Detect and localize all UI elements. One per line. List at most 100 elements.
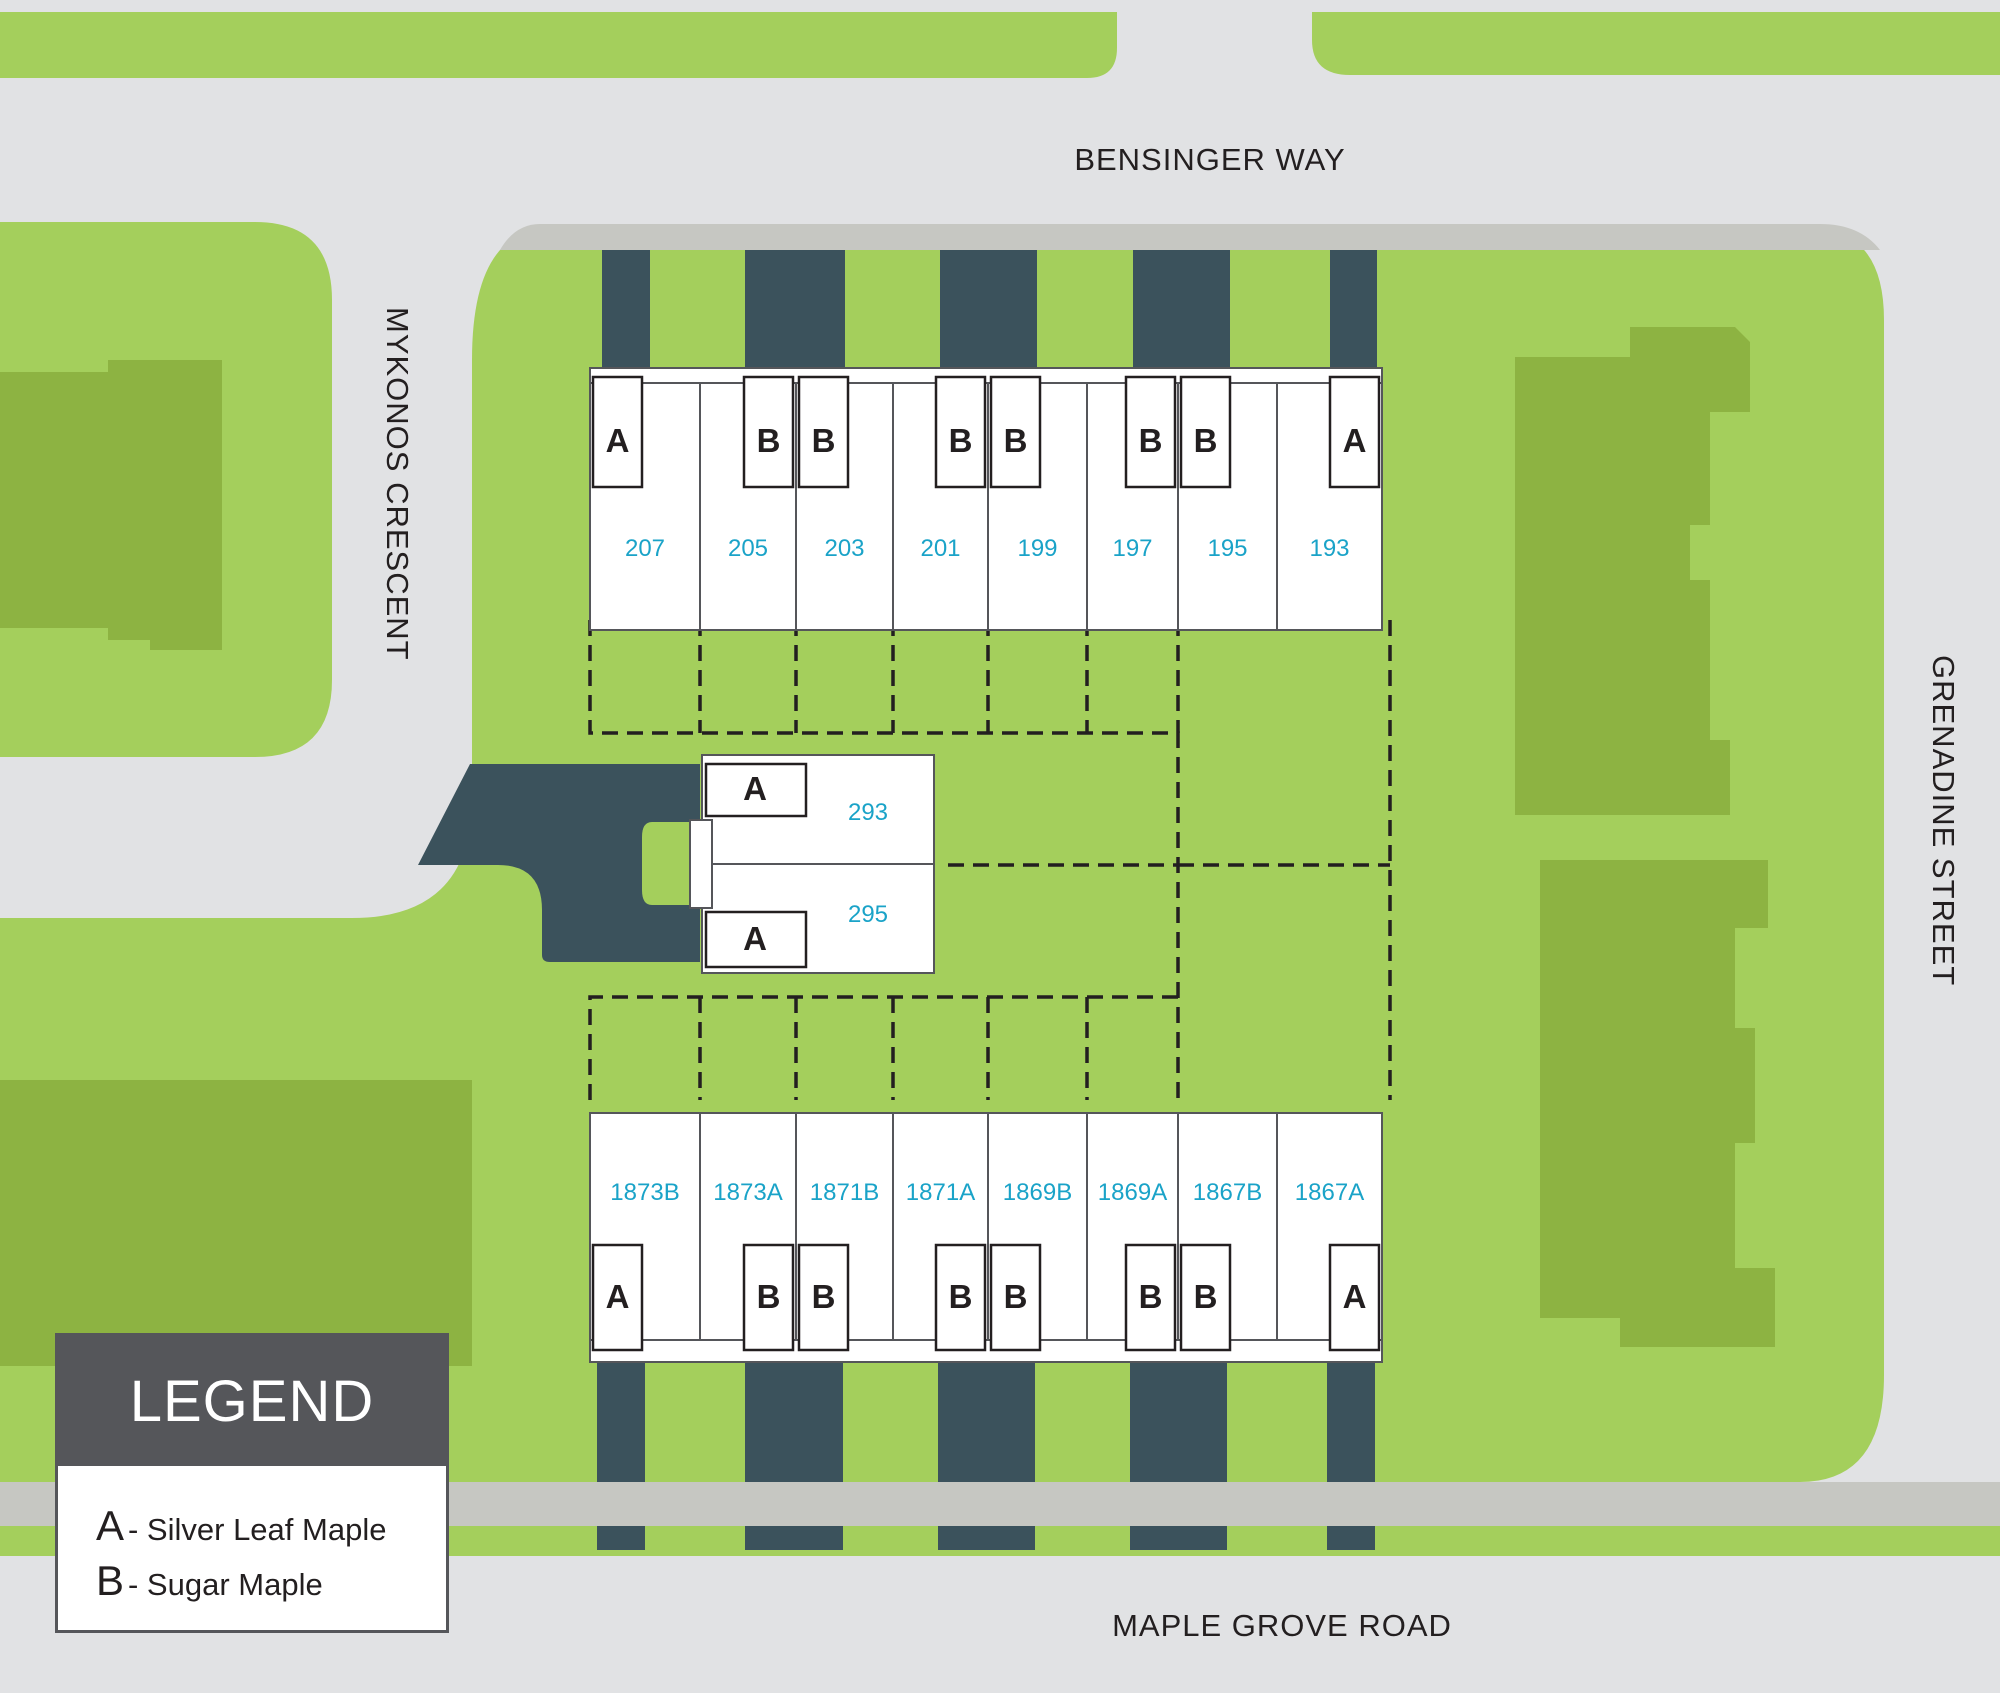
tree-box <box>934 375 987 489</box>
tree-label: B <box>1139 422 1163 459</box>
tree-box <box>591 1243 644 1352</box>
unit-number: 1873B <box>610 1179 679 1206</box>
driveway-court <box>418 764 700 962</box>
legend-label: - Silver Leaf Maple <box>128 1512 387 1547</box>
building-site-east-south <box>1540 860 1775 1347</box>
tree-box <box>1179 1243 1232 1352</box>
tree-label: B <box>812 422 836 459</box>
unit-number: 197 <box>1112 535 1152 562</box>
driveways-south <box>597 1350 1375 1550</box>
tree-label: B <box>1004 422 1028 459</box>
tree-box <box>1124 375 1177 489</box>
unit-number: 193 <box>1309 535 1349 562</box>
driveway <box>745 250 845 385</box>
driveway <box>1327 1350 1375 1482</box>
driveway-apron <box>745 1526 843 1550</box>
tree-box <box>704 762 808 818</box>
driveways-north <box>602 250 1377 385</box>
tree-box <box>1328 375 1381 489</box>
unit-number: 201 <box>920 535 960 562</box>
driveway <box>597 1350 645 1482</box>
south-townhouse-row: A 1873B B 1873A B 1871B B 1871A B 1869B B 1869A B 186… <box>589 1112 1383 1363</box>
tree-box <box>797 1243 850 1352</box>
tree-box <box>591 375 644 489</box>
street-label-south: MAPLE GROVE ROAD <box>1112 1608 1452 1643</box>
street-label-north: BENSINGER WAY <box>1074 142 1345 177</box>
tree-box <box>1328 1243 1381 1352</box>
driveway <box>1130 1350 1227 1482</box>
unit-number: 1867B <box>1193 1179 1262 1206</box>
driveway <box>938 1350 1035 1482</box>
tree-box <box>989 1243 1042 1352</box>
tree-label: A <box>606 1278 630 1315</box>
driveway <box>1133 250 1230 385</box>
building-site-east-north <box>1515 327 1750 815</box>
tree-label: B <box>1194 422 1218 459</box>
legend-key: B <box>96 1557 125 1604</box>
driveway-apron <box>1327 1526 1375 1550</box>
driveway-apron <box>597 1526 645 1550</box>
tree-label: B <box>1004 1278 1028 1315</box>
tree-label: A <box>743 920 767 957</box>
tree-label: A <box>606 422 630 459</box>
tree-label: A <box>1343 1278 1367 1315</box>
tree-label: A <box>743 770 767 807</box>
sidewalk-north <box>500 224 1880 250</box>
tree-box <box>742 1243 795 1352</box>
tree-box <box>989 375 1042 489</box>
tree-box <box>1124 1243 1177 1352</box>
driveway <box>1330 250 1377 385</box>
driveway-apron <box>938 1526 1035 1550</box>
unit-number: 1867A <box>1295 1179 1364 1206</box>
unit-number: 1869B <box>1003 1179 1072 1206</box>
building-site-west <box>0 360 222 650</box>
tree-label: B <box>812 1278 836 1315</box>
middle-porch <box>689 819 713 909</box>
building-site-south-west <box>0 1080 484 1366</box>
tree-label: B <box>1139 1278 1163 1315</box>
tree-label: B <box>949 1278 973 1315</box>
street-label-west: MYKONOS CRESCENT <box>380 307 415 661</box>
driveway <box>745 1350 843 1482</box>
unit-number: 1871A <box>906 1179 975 1206</box>
legend-body: A - Silver Leaf Maple B - Sugar Maple <box>58 1466 446 1612</box>
unit-number: 1871B <box>810 1179 879 1206</box>
north-townhouse-row: A 207 B 205 B 203 B 201 B 199 B 197 B 195 A 193 <box>589 367 1383 631</box>
unit-number: 205 <box>728 535 768 562</box>
tree-label: B <box>1194 1278 1218 1315</box>
legend-item: B - Sugar Maple <box>96 1557 446 1612</box>
tree-label: B <box>757 1278 781 1315</box>
unit-number: 195 <box>1207 535 1247 562</box>
unit-number: 203 <box>824 535 864 562</box>
driveway-apron <box>1130 1526 1227 1550</box>
yard-boundaries <box>588 620 1392 1100</box>
tree-box <box>742 375 795 489</box>
unit-number: 293 <box>848 799 888 826</box>
unit-number: 1873A <box>713 1179 782 1206</box>
lawn-north-west <box>0 12 1117 78</box>
middle-block <box>689 754 935 974</box>
unit-number: 1869A <box>1098 1179 1167 1206</box>
street-label-east: GRENADINE STREET <box>1926 655 1961 986</box>
tree-box <box>934 1243 987 1352</box>
tree-label: A <box>1343 422 1367 459</box>
unit-number: 199 <box>1017 535 1057 562</box>
lawn-north-east <box>1312 12 2000 75</box>
tree-box <box>704 910 808 969</box>
tree-box <box>797 375 850 489</box>
driveway <box>940 250 1037 385</box>
unit-number: 207 <box>625 535 665 562</box>
legend-label: - Sugar Maple <box>128 1567 323 1602</box>
legend-key: A <box>96 1502 125 1549</box>
court-island <box>642 822 700 905</box>
tree-label: B <box>757 422 781 459</box>
legend-item: A - Silver Leaf Maple <box>96 1502 446 1557</box>
legend-title: LEGEND <box>58 1336 446 1466</box>
tree-box <box>1179 375 1232 489</box>
driveway <box>602 250 650 385</box>
unit-number: 295 <box>848 901 888 928</box>
tree-label: B <box>949 422 973 459</box>
legend-panel: LEGEND A - Silver Leaf Maple B - Sugar M… <box>55 1333 449 1633</box>
